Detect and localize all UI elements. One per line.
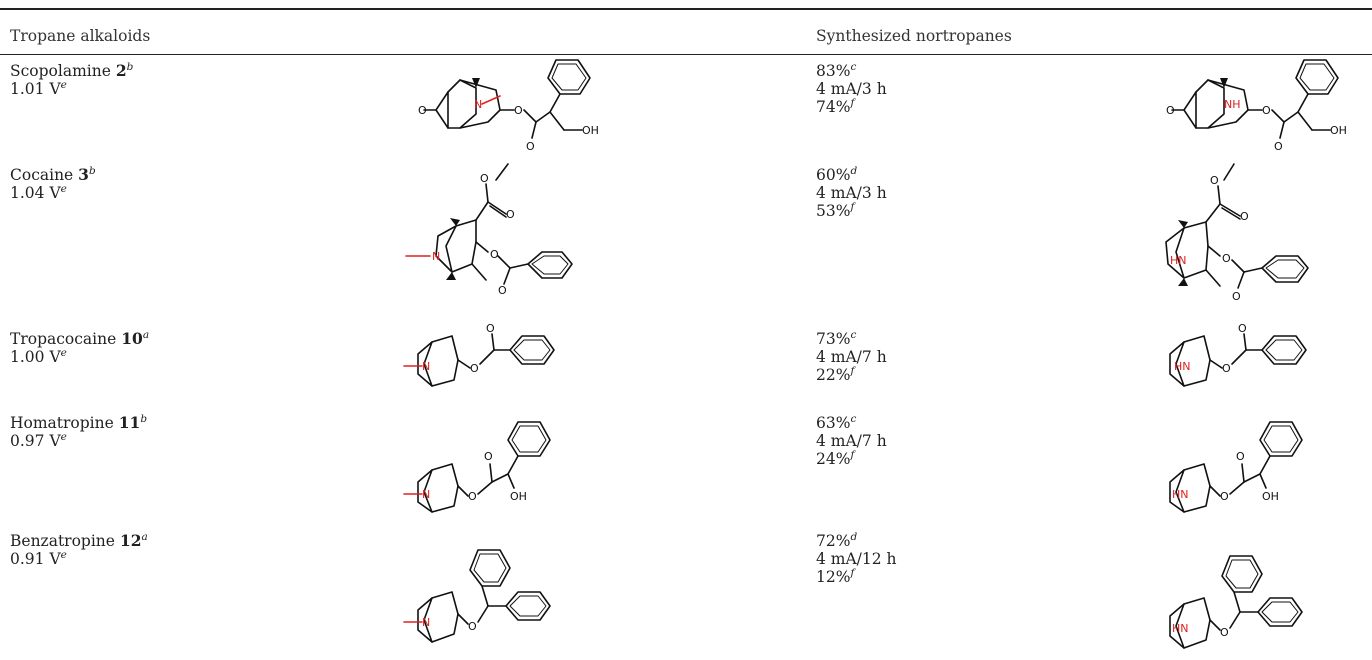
svg-text:O: O xyxy=(1240,210,1249,223)
svg-text:N: N xyxy=(422,488,430,501)
svg-text:HN: HN xyxy=(1172,622,1189,635)
svg-text:O: O xyxy=(1222,362,1231,375)
yield-conditions: 63%c 4 mA/7 h 24%f xyxy=(816,413,887,468)
svg-text:O: O xyxy=(1236,450,1245,463)
norscopolamine-structure: O NH O O OH xyxy=(1166,59,1347,153)
norhomatropine-structure: HN O O OH xyxy=(1169,421,1303,513)
svg-text:O: O xyxy=(1222,252,1231,265)
compound-label: Homatropine 11b 0.97 Ve xyxy=(10,413,148,451)
svg-text:N: N xyxy=(422,360,430,373)
svg-text:O: O xyxy=(498,284,507,297)
svg-text:OH: OH xyxy=(510,490,527,503)
svg-text:O: O xyxy=(506,208,515,221)
svg-text:HN: HN xyxy=(1172,488,1189,501)
yield-conditions: 83%c 4 mA/3 h 74%f xyxy=(816,61,887,116)
table-header-rule xyxy=(0,54,1372,55)
svg-text:O: O xyxy=(484,450,493,463)
svg-text:O: O xyxy=(1210,174,1219,187)
svg-text:O: O xyxy=(418,104,427,117)
nortropacocaine-structure: HN O O xyxy=(1169,322,1307,387)
svg-text:O: O xyxy=(1262,104,1271,117)
svg-text:O: O xyxy=(514,104,523,117)
compound-label: Benzatropine 12a 0.91 Ve xyxy=(10,531,148,569)
svg-text:O: O xyxy=(1274,140,1283,153)
compound-label: Tropacocaine 10a 1.00 Ve xyxy=(10,329,150,367)
homatropine-structure: N O O OH xyxy=(403,421,551,513)
compound-label: Scopolamine 2b 1.01 Ve xyxy=(10,61,134,99)
svg-text:O: O xyxy=(1232,290,1241,303)
tropacocaine-structure: N O O xyxy=(403,322,555,387)
table-top-rule xyxy=(0,8,1372,10)
svg-text:HN: HN xyxy=(1174,360,1191,373)
svg-text:O: O xyxy=(526,140,535,153)
svg-text:NH: NH xyxy=(1224,98,1241,111)
svg-text:OH: OH xyxy=(582,124,599,137)
svg-text:O: O xyxy=(490,248,499,261)
svg-text:HN: HN xyxy=(1170,254,1187,267)
yield-conditions: 72%d 4 mA/12 h 12%f xyxy=(816,531,897,586)
svg-text:O: O xyxy=(470,362,479,375)
cocaine-structure: O O N O O xyxy=(405,163,573,297)
svg-text:O: O xyxy=(1166,104,1175,117)
svg-text:O: O xyxy=(1220,626,1229,639)
norbenzatropine-structure: HN O xyxy=(1169,555,1303,649)
svg-text:O: O xyxy=(486,322,495,335)
compound-label: Cocaine 3b 1.04 Ve xyxy=(10,165,96,203)
header-synthesized-nortropanes: Synthesized nortropanes xyxy=(816,27,1012,45)
yield-conditions: 60%d 4 mA/3 h 53%f xyxy=(816,165,887,220)
svg-text:N: N xyxy=(474,98,482,111)
scopolamine-structure: O N O O OH xyxy=(418,59,599,153)
norcocaine-structure: O O HN O O xyxy=(1165,163,1309,303)
svg-text:OH: OH xyxy=(1330,124,1347,137)
svg-text:O: O xyxy=(1220,490,1229,503)
header-tropane-alkaloids: Tropane alkaloids xyxy=(10,27,151,45)
svg-text:N: N xyxy=(422,616,430,629)
svg-text:O: O xyxy=(468,620,477,633)
svg-text:O: O xyxy=(480,172,489,185)
svg-text:N: N xyxy=(432,250,440,263)
yield-conditions: 73%c 4 mA/7 h 22%f xyxy=(816,329,887,384)
svg-text:O: O xyxy=(1238,322,1247,335)
benzatropine-structure: N O xyxy=(403,549,551,643)
svg-text:OH: OH xyxy=(1262,490,1279,503)
svg-text:O: O xyxy=(468,490,477,503)
